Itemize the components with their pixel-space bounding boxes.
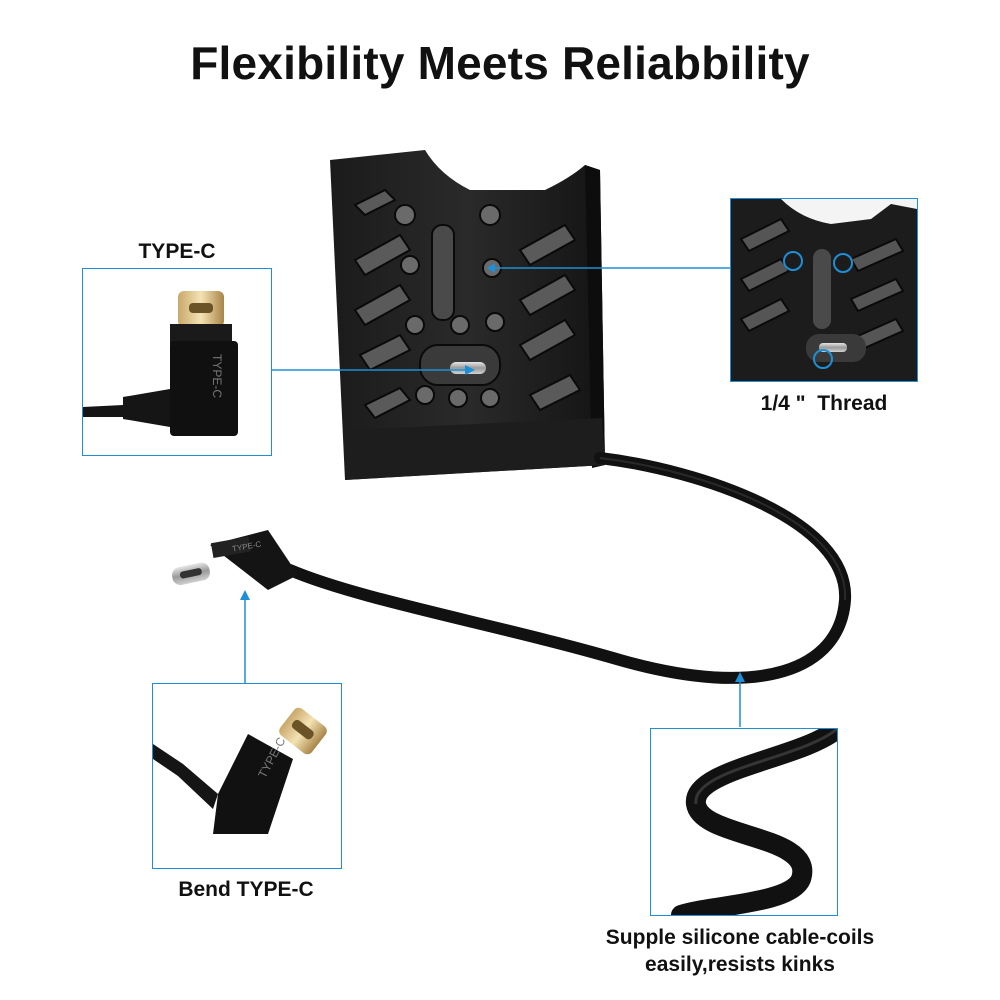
- bend-type-c-callout-box: TYPE-C: [152, 683, 342, 869]
- cage-plate: [330, 150, 605, 480]
- bend-arrow-icon: [240, 590, 250, 600]
- page-title: Flexibility Meets Reliabbility: [190, 37, 810, 89]
- thread-hole-marker: [783, 251, 803, 271]
- type-c-callout-box: TYPE-C: [82, 268, 272, 456]
- thread-detail-image: [731, 199, 917, 381]
- cable-label: Supple silicone cable-coils easily,resis…: [540, 924, 940, 978]
- thread-callout-box: [730, 198, 918, 382]
- type-c-connector-image: TYPE-C: [83, 291, 238, 436]
- type-c-arrow-icon: [465, 365, 475, 375]
- cable-callout-box: [650, 728, 838, 916]
- cable-label-line2: easily,resists kinks: [645, 953, 835, 976]
- bend-type-c-label: Bend TYPE-C: [178, 878, 314, 901]
- type-c-marking: TYPE-C: [210, 354, 224, 398]
- thread-hole-marker: [833, 253, 853, 273]
- cable: [284, 452, 852, 684]
- bend-type-c-image: TYPE-C: [153, 707, 327, 834]
- cable-label-line1: Supple silicone cable-coils: [605, 926, 875, 949]
- thread-label: 1/4 " Thread: [760, 392, 888, 415]
- thread-hole-marker: [813, 349, 833, 369]
- type-c-label: TYPE-C: [138, 240, 216, 263]
- bend-connector: TYPE-C: [172, 530, 298, 590]
- cable-arrow-icon: [735, 672, 745, 682]
- cable-coil-image: [671, 729, 837, 915]
- thread-arrow-icon: [487, 263, 495, 273]
